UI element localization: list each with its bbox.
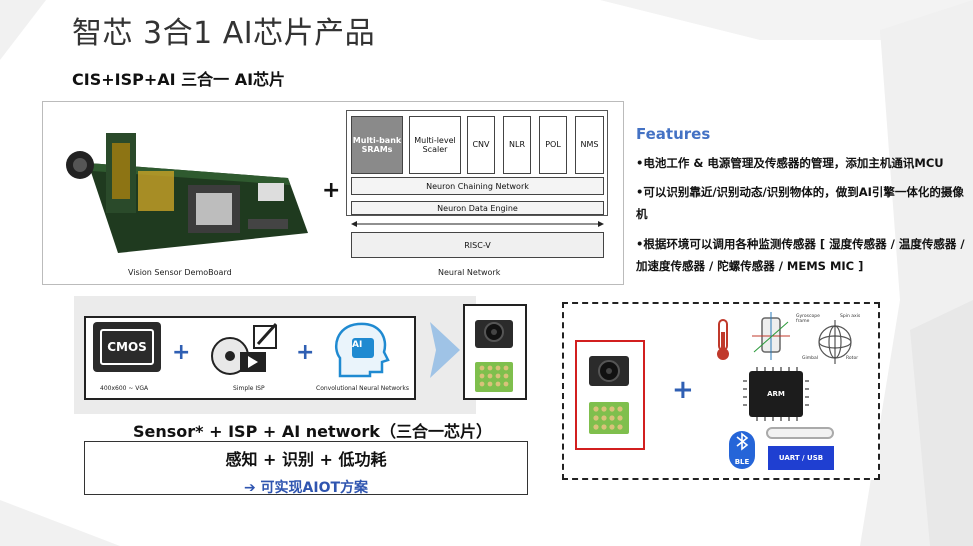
ai-icon-label: AI bbox=[352, 340, 363, 350]
gyro-label-gimbal: Gimbal bbox=[802, 356, 818, 361]
neuron-data-engine: Neuron Data Engine bbox=[351, 201, 604, 215]
module-nms: NMS bbox=[575, 116, 604, 174]
phone-orientation-icon bbox=[752, 312, 790, 360]
neural-network-block bbox=[346, 110, 608, 216]
chip-highlight-box bbox=[575, 340, 645, 450]
sensor-isp-ai-text: Sensor* + ISP + AI network（三合一芯片） bbox=[133, 422, 492, 441]
neural-network-caption: Neural Network bbox=[438, 268, 501, 277]
feature-item: •电池工作 & 电源管理及传感器的管理，添加主机通讯MCU bbox=[636, 156, 944, 170]
plus-sign: + bbox=[172, 340, 191, 365]
risc-v-block: RISC-V bbox=[351, 232, 604, 258]
arm-chip-pins bbox=[743, 367, 809, 421]
ai-head-icon bbox=[335, 322, 390, 378]
cmos-label: CMOS bbox=[100, 329, 154, 365]
ai-chip-icon bbox=[475, 362, 513, 392]
camera-chip-icon bbox=[589, 356, 629, 386]
gyroscope-icon bbox=[818, 320, 852, 364]
sense-recognize-line: 感知 + 识别 + 低功耗 bbox=[225, 450, 387, 469]
gyro-label-rotor: Rotor bbox=[846, 356, 859, 361]
bluetooth-rune-icon bbox=[736, 432, 749, 451]
board-caption: Vision Sensor DemoBoard bbox=[128, 268, 232, 277]
gyro-label-spin-axis: Spin axis bbox=[840, 314, 861, 319]
plus-sign: + bbox=[672, 375, 694, 405]
module-pol: POL bbox=[539, 116, 567, 174]
features-title: Features bbox=[636, 125, 711, 143]
right-arrow-icon bbox=[430, 322, 460, 378]
plus-sign: + bbox=[296, 340, 315, 365]
aiot-line: ➔ 可实现AIOT方案 bbox=[243, 480, 369, 496]
uart-usb-label: UART / USB bbox=[768, 446, 834, 470]
neuron-chaining-network: Neuron Chaining Network bbox=[351, 177, 604, 195]
gyro-label-frame: Gyroscope frame bbox=[796, 314, 820, 324]
cmos-caption: 400x600 ~ VGA bbox=[100, 385, 149, 392]
page-title: 智芯 3合1 AI芯片产品 bbox=[72, 16, 376, 51]
module-srams: Multi-bank SRAMs bbox=[351, 116, 403, 174]
page-subtitle: CIS+ISP+AI 三合一 AI芯片 bbox=[72, 70, 286, 89]
module-scaler: Multi-level Scaler bbox=[409, 116, 461, 174]
thermometer-icon bbox=[717, 319, 729, 360]
usb-c-port-icon bbox=[766, 427, 834, 439]
plus-sign: + bbox=[322, 178, 341, 203]
feature-item: •根据环境可以调用各种监测传感器 [ 湿度传感器 / 温度传感器 / 加速度传感… bbox=[636, 237, 965, 273]
module-cnv: CNV bbox=[467, 116, 495, 174]
feature-item: •可以识别靠近/识别动态/识别物体的，做到AI引擎一体化的摄像机 bbox=[636, 185, 964, 221]
arm-mcu-chip: ARM bbox=[749, 371, 803, 417]
module-nlr: NLR bbox=[503, 116, 531, 174]
cnn-caption: Convolutional Neural Networks bbox=[316, 385, 409, 392]
demo-board-image bbox=[66, 133, 308, 253]
cmos-chip-icon: CMOS bbox=[93, 322, 161, 372]
double-arrow bbox=[351, 221, 604, 227]
isp-caption: Simple ISP bbox=[233, 385, 265, 392]
camera-chip-icon bbox=[475, 320, 513, 348]
bluetooth-icon: BLE bbox=[729, 431, 755, 469]
ble-label: BLE bbox=[734, 458, 750, 466]
ai-chip-icon bbox=[589, 402, 629, 434]
isp-icon bbox=[211, 322, 278, 375]
summary-box: 感知 + 识别 + 低功耗 ➔ 可实现AIOT方案 bbox=[84, 441, 528, 496]
